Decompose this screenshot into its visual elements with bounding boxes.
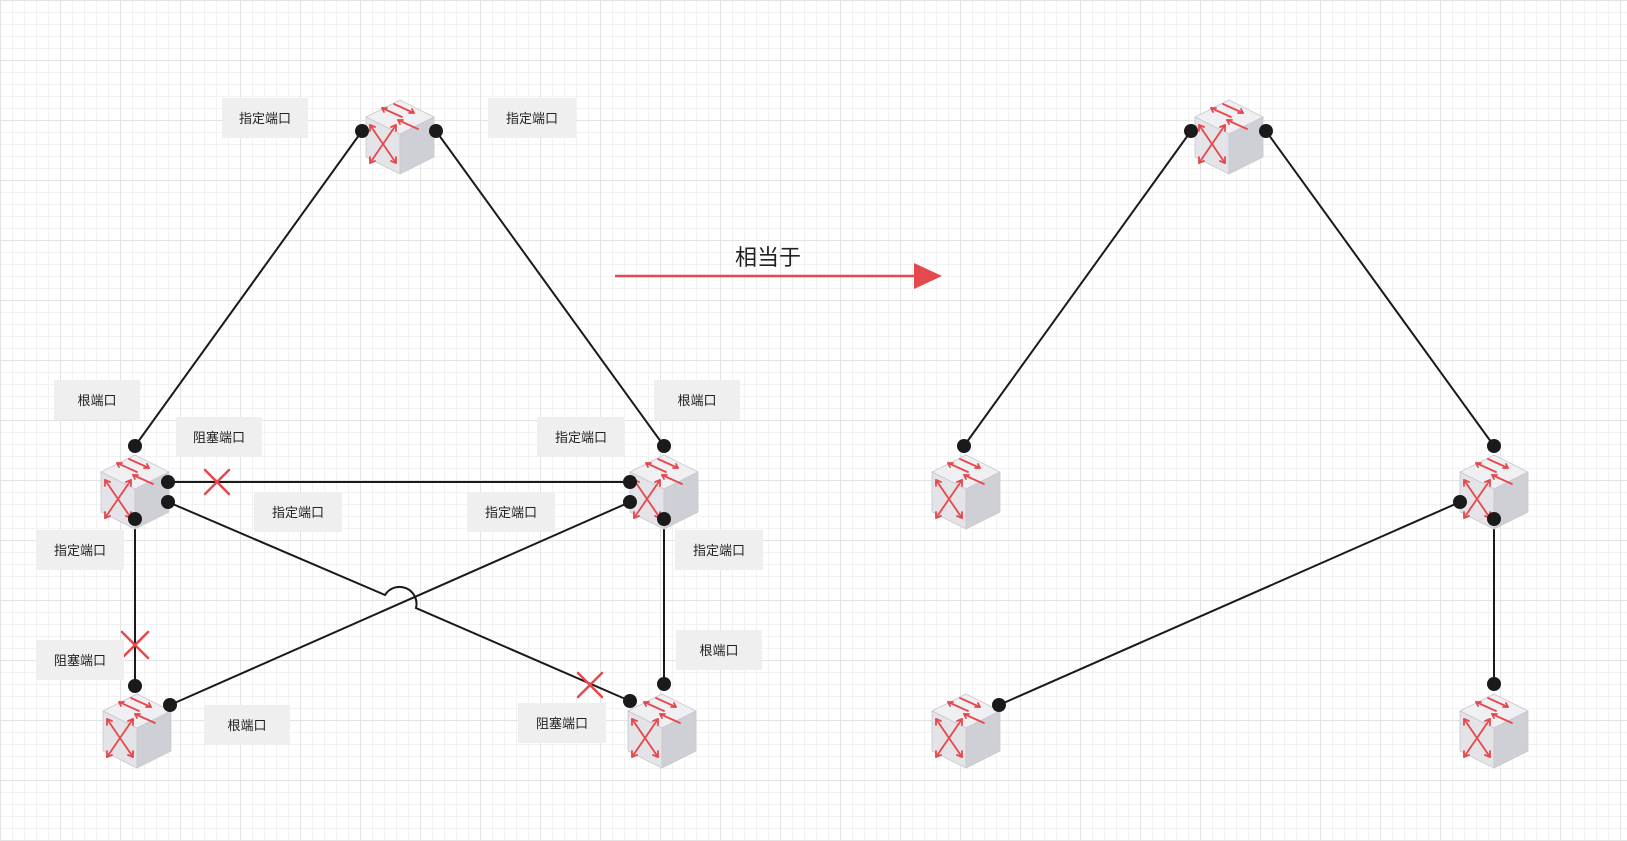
svg-text:指定端口: 指定端口 (54, 544, 106, 559)
port-dot (623, 475, 637, 489)
port-dot (1259, 124, 1273, 138)
port-dot (657, 439, 671, 453)
port-label: 指定端口 (36, 530, 124, 570)
link-top-right (435, 130, 665, 447)
port-label: 阻塞端口 (518, 703, 606, 743)
port-dot (1487, 512, 1501, 526)
port-dot (163, 698, 177, 712)
port-dot (623, 495, 637, 509)
svg-text:根端口: 根端口 (77, 394, 116, 409)
svg-text:根端口: 根端口 (677, 394, 716, 409)
left-ports (128, 124, 671, 712)
port-label: 阻塞端口 (176, 417, 262, 457)
svg-text:指定端口: 指定端口 (555, 431, 607, 446)
equivalence-arrow: 相当于 (615, 246, 942, 289)
port-dot (429, 124, 443, 138)
network-switch-icon (365, 99, 435, 175)
cross-mark-icon (120, 630, 150, 660)
arrow-label: 相当于 (735, 246, 801, 271)
port-dot (128, 512, 142, 526)
cross-mark-icon (576, 671, 604, 699)
port-label: 阻塞端口 (36, 640, 124, 680)
svg-text:指定端口: 指定端口 (272, 506, 324, 521)
svg-text:指定端口: 指定端口 (485, 506, 537, 521)
port-dot (657, 677, 671, 691)
link-right-bottomleft (169, 501, 631, 706)
port-dot (128, 439, 142, 453)
network-switch-icon (1194, 99, 1264, 175)
svg-text:指定端口: 指定端口 (239, 112, 291, 127)
svg-text:根端口: 根端口 (227, 719, 266, 734)
port-dot (1184, 124, 1198, 138)
right-links (963, 130, 1495, 706)
svg-text:阻塞端口: 阻塞端口 (54, 653, 106, 669)
arrow-right-icon (914, 263, 942, 289)
svg-text:指定端口: 指定端口 (506, 112, 558, 127)
port-label: 根端口 (654, 380, 740, 420)
svg-text:根端口: 根端口 (699, 644, 738, 659)
cross-mark-icon (203, 468, 231, 496)
port-dot (161, 495, 175, 509)
tree-link (1265, 130, 1495, 447)
port-label: 指定端口 (467, 492, 555, 532)
port-label: 根端口 (204, 705, 290, 745)
network-switch-icon (102, 693, 172, 769)
port-dot (623, 694, 637, 708)
port-dot (957, 439, 971, 453)
port-label: 指定端口 (675, 530, 763, 570)
svg-text:指定端口: 指定端口 (693, 544, 745, 559)
port-dot (657, 512, 671, 526)
network-switch-icon (931, 454, 1001, 530)
link-top-left (134, 130, 363, 447)
right-ports (957, 124, 1501, 712)
port-dot (161, 475, 175, 489)
port-dot (1487, 439, 1501, 453)
port-label: 指定端口 (488, 98, 576, 138)
port-dot (992, 698, 1006, 712)
port-dot (1487, 677, 1501, 691)
tree-link (998, 501, 1461, 706)
network-switch-icon (931, 693, 1001, 769)
port-label: 指定端口 (254, 492, 342, 532)
port-label: 指定端口 (222, 98, 308, 138)
network-switch-icon (1459, 693, 1529, 769)
port-label: 根端口 (54, 380, 140, 420)
tree-link (963, 130, 1192, 447)
svg-text:阻塞端口: 阻塞端口 (193, 430, 245, 446)
port-dot (128, 679, 142, 693)
svg-text:阻塞端口: 阻塞端口 (536, 716, 588, 732)
network-switch-icon (627, 693, 697, 769)
left-links (134, 130, 665, 706)
port-label: 根端口 (676, 630, 762, 670)
link-left-bottomright-hop (167, 501, 631, 702)
port-dot (355, 124, 369, 138)
port-dot (1453, 495, 1467, 509)
port-label: 指定端口 (537, 417, 625, 457)
